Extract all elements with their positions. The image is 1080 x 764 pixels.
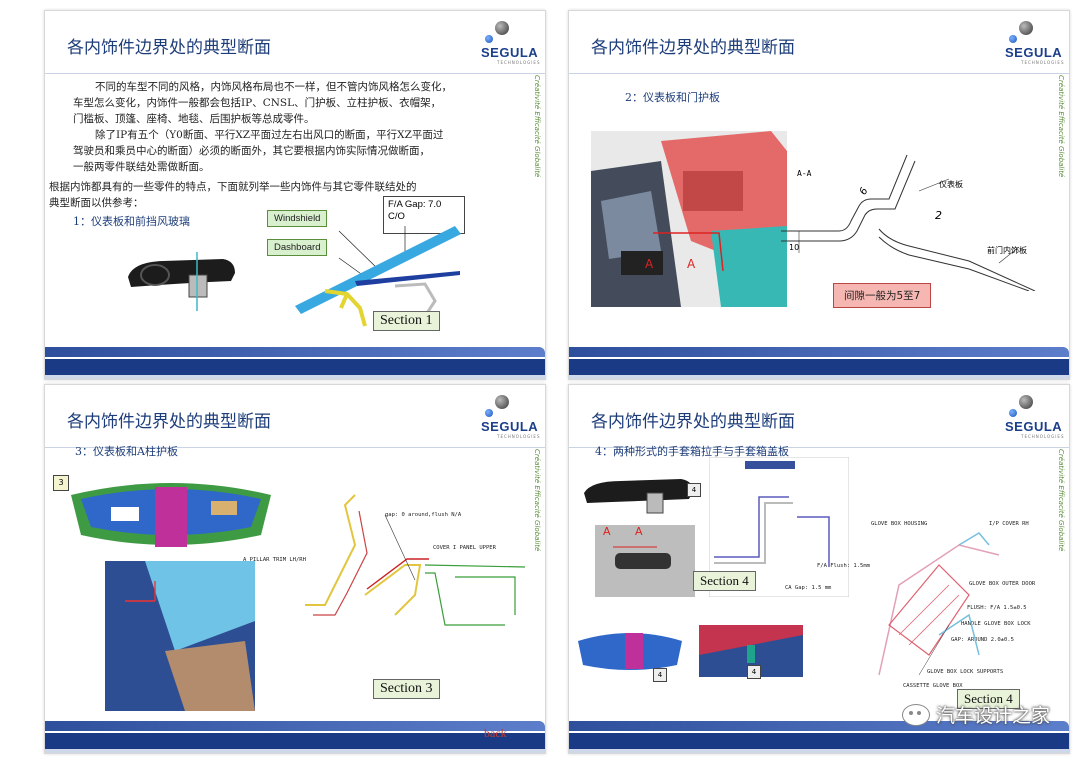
glove-housing-label: GLOVE BOX HOUSING: [871, 521, 928, 527]
dashboard-label: Dashboard: [267, 239, 328, 256]
section-3-label: Section 3: [373, 679, 440, 699]
ip-label: 仪表板: [939, 180, 963, 189]
flush-label: FLUSH: F/A 1.5±0.5: [967, 605, 1027, 611]
subhead: 4：两种形式的手套箱拉手与手套箱盖板: [595, 445, 789, 458]
door-trim-label: 前门内饰板: [987, 246, 1027, 255]
subhead: 1：仪表板和前挡风玻璃: [73, 215, 190, 228]
sidebar-motto: Créativité Efficacité Globalité: [1057, 449, 1065, 552]
section-4b-drawing: [878, 532, 1000, 676]
lock-supports-label: GLOVE BOX LOCK SUPPORTS: [927, 669, 1004, 675]
footer-band: [569, 705, 1069, 753]
callout-4: 4: [653, 668, 667, 682]
section-title: A-A: [797, 169, 812, 178]
callout-4: 4: [747, 665, 761, 679]
flush-note: F/A Flush: 1.5mm: [817, 563, 870, 569]
glove-door-label: GLOVE BOX OUTER DOOR: [969, 581, 1036, 587]
slide-title: 各内饰件边界处的典型断面: [67, 412, 271, 432]
slide-title: 各内饰件边界处的典型断面: [67, 38, 271, 58]
section-1-drawing: [295, 226, 461, 327]
sidebar-motto: Créativité Efficacité Globalité: [1057, 75, 1065, 178]
callout-3: 3: [53, 475, 69, 491]
handle-lock-label: HANDLE GLOVE BOX LOCK: [961, 621, 1031, 627]
footer-band: [45, 331, 545, 379]
a-pillar-label: A PILLAR TRIM LH/RH: [243, 557, 306, 563]
ip-color-image: [71, 483, 271, 547]
section-marker-a: A: [687, 257, 696, 271]
reference-paragraph: 根据内饰都具有的一些零件的特点，下面就列举一些内饰件与其它零件联结处的 典型断面…: [49, 181, 417, 209]
slide-title: 各内饰件边界处的典型断面: [591, 412, 795, 432]
section-marker-a: A: [635, 525, 643, 538]
footer-band: [569, 331, 1069, 379]
dashboard-image: [128, 252, 235, 311]
dim-2: 2: [935, 209, 942, 222]
ip-cover-label: I/P COVER RH: [989, 521, 1029, 527]
gap-note: CA Gap: 1.5 mm: [785, 585, 832, 591]
wechat-icon: [901, 703, 930, 726]
intro-paragraph: 不同的车型不同的风格，内饰风格布局也不一样，但不管内饰风格怎么变化， 车型怎么变…: [73, 81, 452, 173]
gap-note: 间隙一般为5至7: [833, 283, 932, 308]
windshield-label: Windshield: [267, 210, 328, 227]
dim-10: 10: [789, 243, 800, 252]
subhead: 2：仪表板和门护板: [625, 91, 720, 104]
gap-around-label: GAP: AROUND 2.0±0.5: [951, 637, 1014, 643]
section-a-a-drawing: [781, 154, 1036, 291]
section-1-label: Section 1: [373, 311, 440, 331]
section-4b-label: Section 4: [957, 689, 1020, 709]
sidebar-motto: Créativité Efficacité Globalité: [533, 75, 541, 178]
callout-4: 4: [687, 483, 701, 497]
back-link[interactable]: back: [484, 726, 507, 740]
ip-color-image: [578, 633, 682, 670]
cover-label: COVER I PANEL UPPER: [433, 545, 496, 551]
section-3-drawing: [305, 494, 525, 626]
watermark: 汽车设计之家: [901, 701, 1050, 728]
door-ip-image: [591, 131, 787, 307]
section-marker-a: A: [645, 257, 654, 271]
slide-title: 各内饰件边界处的典型断面: [591, 38, 795, 58]
handle-image: [595, 525, 695, 597]
cassette-label: CASSETTE GLOVE BOX: [903, 683, 963, 689]
section-4a-label: Section 4: [693, 571, 756, 591]
gap-note: gap: 0 around,flush N/A: [385, 512, 462, 518]
footer-band: [45, 705, 545, 753]
subhead: 3：仪表板和A柱护板: [75, 445, 178, 458]
a-pillar-image: [105, 561, 255, 711]
section-marker-a: A: [603, 525, 611, 538]
sidebar-motto: Créativité Efficacité Globalité: [533, 449, 541, 552]
dashboard-image: [584, 479, 693, 514]
